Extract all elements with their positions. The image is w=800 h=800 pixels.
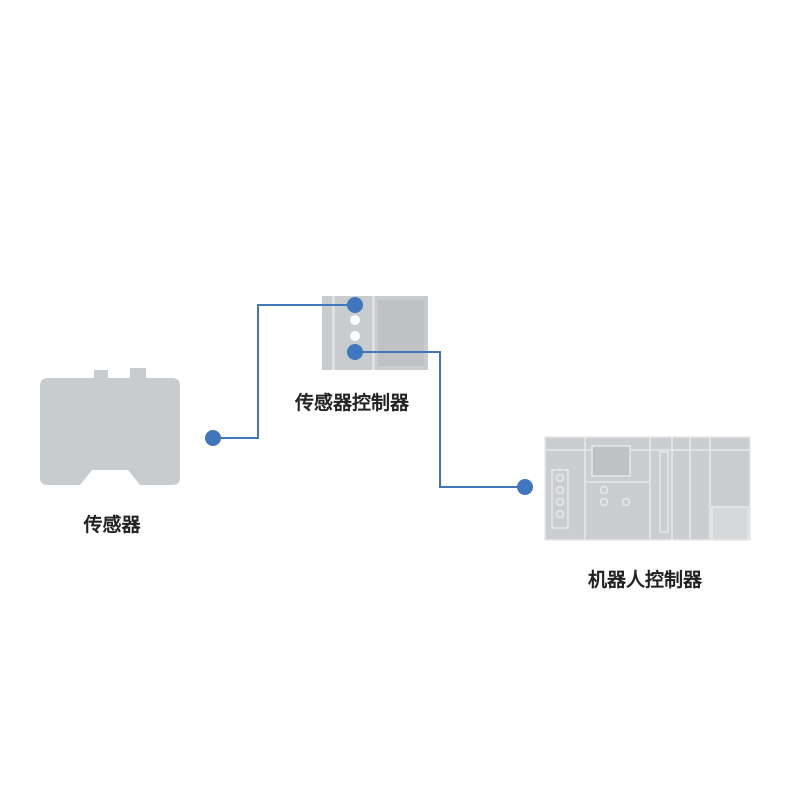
robot-port-dot — [517, 479, 533, 495]
controller-output-dot — [347, 344, 363, 360]
sensor-device — [40, 368, 180, 485]
connector-lines — [213, 304, 525, 488]
robot-controller-device — [544, 436, 751, 541]
sensor-controller-label: 传感器控制器 — [294, 392, 410, 414]
sensor-label: 传感器 — [83, 514, 141, 536]
sensor-port-dot — [205, 430, 221, 446]
controller-to-robot-line — [355, 351, 525, 488]
sensor-controller-device — [322, 296, 428, 370]
controller-input-dot — [347, 297, 363, 313]
sensor-to-controller-line — [213, 304, 355, 439]
robot-controller-label: 机器人控制器 — [587, 569, 703, 591]
